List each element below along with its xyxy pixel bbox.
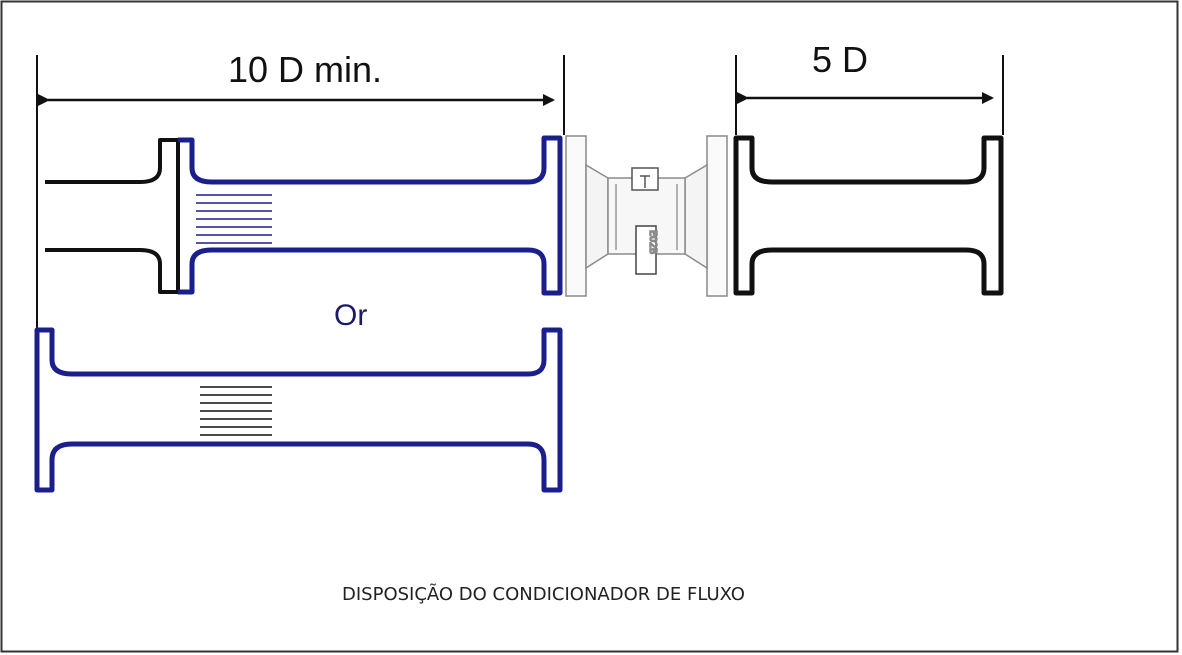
meter-body-right xyxy=(684,163,708,270)
downstream-pipe xyxy=(733,135,1004,296)
meter-body xyxy=(585,163,609,270)
dimension-5d-label: 5 D xyxy=(812,39,868,80)
meter-nameplate xyxy=(635,225,657,275)
meter-flange-left xyxy=(565,135,587,297)
downstream-spool xyxy=(733,135,1004,296)
dimension-10d: 10 D min. xyxy=(36,49,565,490)
straight-pipe-spool xyxy=(34,327,563,493)
dimension-5d: 5 D xyxy=(735,39,1004,135)
inlet-pipe xyxy=(45,138,180,294)
or-label: Or xyxy=(334,299,367,332)
upstream-pipe-option-2 xyxy=(34,327,563,493)
upstream-pipe-option-1 xyxy=(45,135,563,296)
meter-marking: EO2B xyxy=(647,230,658,254)
diagram-caption: DISPOSIÇÃO DO CONDICIONADOR DE FLUXO xyxy=(342,583,745,605)
flow-meter: EO2B xyxy=(565,135,728,297)
flow-conditioner-plates xyxy=(196,194,272,244)
meter-flange-right xyxy=(706,135,728,297)
flow-conditioner-plates-2 xyxy=(200,386,272,436)
dimension-10d-label: 10 D min. xyxy=(228,49,382,90)
reducer-flange xyxy=(178,135,563,296)
